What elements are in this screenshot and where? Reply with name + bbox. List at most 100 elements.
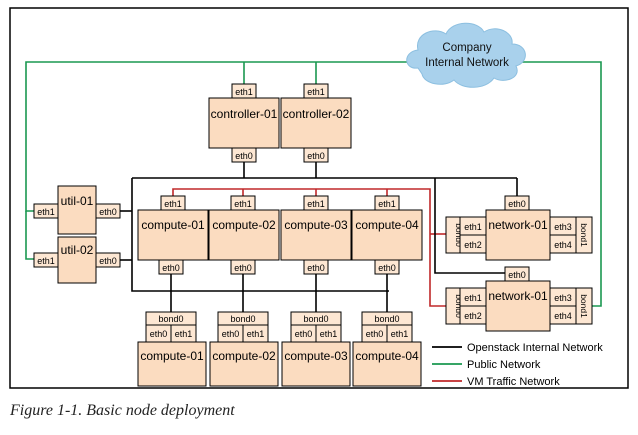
bond-box (575, 216, 593, 254)
port-label: eth0 (366, 329, 384, 339)
port-label: eth0 (150, 329, 168, 339)
port-label: eth1 (464, 293, 482, 303)
port-label: eth0 (307, 151, 325, 161)
legend-label: Public Network (467, 359, 541, 371)
node-name: compute-03 (284, 218, 348, 232)
bonded-compute-node: bond0 eth0 eth1 compute-02 (209, 311, 279, 387)
node-name: compute-04 (355, 349, 419, 363)
node-box (485, 209, 551, 261)
node-box (137, 341, 207, 387)
port-label: eth1 (391, 329, 409, 339)
port-label: eth1 (37, 256, 55, 266)
port-label: eth3 (554, 222, 572, 232)
controller-node: eth1 controller-01 eth0 (208, 83, 280, 163)
port-label: eth0 (99, 256, 117, 266)
port-label: eth1 (464, 222, 482, 232)
port-label: eth0 (162, 263, 180, 273)
bond-label: bond1 (579, 294, 589, 318)
port-box (303, 147, 329, 163)
port-label: eth1 (247, 329, 265, 339)
port-label: eth1 (378, 199, 396, 209)
port-label: eth0 (508, 199, 526, 209)
port-label: eth0 (99, 207, 117, 217)
diagram-frame (9, 7, 629, 389)
port-label: eth1 (307, 87, 325, 97)
node-name: compute-03 (284, 349, 348, 363)
port-box (158, 259, 184, 275)
cloud-label-line2: Internal Network (425, 57, 509, 69)
port-box (374, 259, 400, 275)
port-label: eth0 (307, 263, 325, 273)
figure-caption: Figure 1-1. Basic node deployment (10, 402, 235, 419)
port-label: eth1 (307, 199, 325, 209)
bond-label: bond0 (374, 314, 399, 324)
port-label: eth2 (464, 240, 482, 250)
port-box (231, 147, 257, 163)
node-name: compute-02 (212, 349, 276, 363)
util-node: eth1 util-02 eth0 (33, 236, 121, 284)
node-name: util-01 (61, 194, 94, 208)
port-box (230, 259, 256, 275)
node-box (137, 209, 209, 261)
node-name: controller-01 (211, 107, 278, 121)
node-name: compute-01 (140, 349, 204, 363)
node-box (485, 280, 551, 332)
port-label: eth3 (554, 293, 572, 303)
port-label: eth1 (320, 329, 338, 339)
node-name: controller-02 (283, 107, 350, 121)
bond-label: bond0 (303, 314, 328, 324)
port-box (95, 203, 121, 219)
cloud-label-line1: Company (442, 42, 491, 54)
public-network-lines (25, 61, 602, 307)
network-node: eth0 bond0 eth1 eth2 network-01 eth3 eth… (445, 195, 593, 261)
node-box (57, 185, 97, 235)
legend-label: Openstack Internal Network (467, 342, 603, 354)
bond-label: bond0 (158, 314, 183, 324)
company-internal-network-cloud: Company Internal Network (406, 22, 526, 88)
node-name: compute-04 (355, 218, 419, 232)
node-box (208, 97, 280, 149)
cloud-shape (406, 22, 526, 88)
bond-label: bond0 (230, 314, 255, 324)
compute-node: eth1 compute-01 eth0 (137, 195, 209, 275)
vm-traffic-network-lines (172, 188, 446, 307)
port-label: eth0 (378, 263, 396, 273)
bond-box (575, 287, 593, 325)
node-box (209, 341, 279, 387)
node-box (351, 209, 423, 261)
compute-node: eth1 compute-02 eth0 (208, 195, 280, 275)
bond-label: bond0 (454, 294, 464, 318)
bonded-compute-node: bond0 eth0 eth1 compute-01 (137, 311, 207, 387)
legend: Openstack Internal Network Public Networ… (432, 342, 603, 388)
port-label: eth1 (234, 199, 252, 209)
port-box (95, 252, 121, 268)
port-label: eth0 (235, 151, 253, 161)
bonded-compute-node: bond0 eth0 eth1 compute-03 (281, 311, 351, 387)
node-box (281, 341, 351, 387)
port-label: eth1 (175, 329, 193, 339)
port-label: eth0 (508, 270, 526, 280)
port-label: eth1 (235, 87, 253, 97)
node-name: compute-01 (141, 218, 205, 232)
node-name: network-01 (488, 289, 548, 303)
node-box (280, 209, 352, 261)
port-label: eth0 (295, 329, 313, 339)
port-label: eth2 (464, 311, 482, 321)
node-box (352, 341, 422, 387)
port-label: eth4 (554, 311, 572, 321)
node-name: compute-02 (212, 218, 276, 232)
bond-label: bond0 (454, 223, 464, 247)
internal-network-lines (120, 162, 518, 312)
port-box (303, 259, 329, 275)
node-box (280, 97, 352, 149)
port-label: eth0 (234, 263, 252, 273)
port-label: eth1 (37, 207, 55, 217)
port-label: eth0 (222, 329, 240, 339)
compute-node: eth1 compute-04 eth0 (351, 195, 423, 275)
port-label: eth4 (554, 240, 572, 250)
controller-node: eth1 controller-02 eth0 (280, 83, 352, 163)
port-label: eth1 (164, 199, 182, 209)
network-node: eth0 bond0 eth1 eth2 network-01 eth3 eth… (445, 266, 593, 332)
node-name: network-01 (488, 218, 548, 232)
